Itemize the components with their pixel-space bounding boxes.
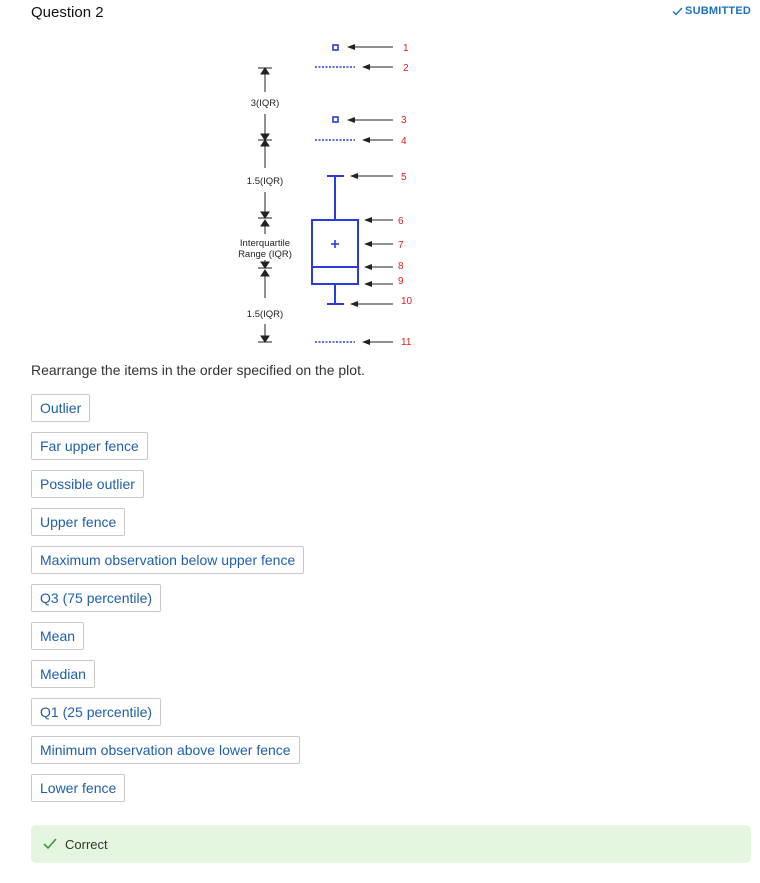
ordering-item-median[interactable]: Median — [31, 660, 95, 688]
pointer-arrows — [347, 44, 393, 345]
ordering-item-outlier[interactable]: Outlier — [31, 394, 91, 422]
pointer-number: 8 — [398, 261, 404, 272]
pointer-number: 3 — [401, 115, 407, 126]
label-iqr-line1: Interquartile — [240, 238, 290, 249]
pointer-number: 7 — [398, 240, 404, 251]
ordering-item-far-upper-fence[interactable]: Far upper fence — [31, 432, 148, 460]
label-1-5iqr-lower: 1.5(IQR) — [247, 309, 283, 320]
question-prompt: Rearrange the items in the order specifi… — [31, 362, 365, 378]
check-icon — [43, 838, 57, 850]
label-1-5iqr-upper: 1.5(IQR) — [247, 176, 283, 187]
pointer-number: 9 — [398, 276, 404, 287]
label-iqr-line2: Range (IQR) — [238, 249, 292, 260]
box-plot-figure: 3(IQR) 1.5(IQR) Interquartile Range (IQR… — [215, 36, 425, 356]
pointer-number: 10 — [401, 296, 413, 307]
feedback-text: Correct — [65, 836, 108, 852]
box-lower — [311, 266, 359, 285]
feedback-banner: Correct — [31, 825, 751, 863]
label-3iqr: 3(IQR) — [251, 98, 280, 109]
possible-outlier-marker — [332, 116, 339, 123]
box-plot — [311, 44, 359, 343]
pointer-number: 1 — [403, 43, 409, 54]
question-header: Question 2 SUBMITTED — [31, 4, 751, 24]
ordering-item-max-below-upper-fence[interactable]: Maximum observation below upper fence — [31, 546, 305, 574]
pointer-number: 2 — [403, 63, 409, 74]
check-icon — [672, 7, 683, 16]
outlier-marker — [332, 44, 339, 51]
ordering-item-q1[interactable]: Q1 (25 percentile) — [31, 698, 162, 726]
pointer-numbers: 1 2 3 4 5 6 7 8 9 10 11 — [398, 43, 413, 348]
ordering-item-min-above-lower-fence[interactable]: Minimum observation above lower fence — [31, 736, 300, 764]
ordering-item-lower-fence[interactable]: Lower fence — [31, 774, 126, 802]
ordering-item-q3[interactable]: Q3 (75 percentile) — [31, 584, 162, 612]
submitted-status: SUBMITTED — [672, 5, 751, 17]
ordering-item-upper-fence[interactable]: Upper fence — [31, 508, 126, 536]
pointer-number: 6 — [398, 216, 404, 227]
status-label: SUBMITTED — [685, 5, 751, 17]
ordering-item-possible-outlier[interactable]: Possible outlier — [31, 470, 144, 498]
pointer-number: 11 — [401, 337, 412, 348]
ordering-item-mean[interactable]: Mean — [31, 622, 85, 650]
pointer-number: 5 — [401, 172, 407, 183]
pointer-number: 4 — [401, 136, 407, 147]
dimension-rulers — [258, 67, 272, 343]
question-title: Question 2 — [31, 4, 104, 21]
